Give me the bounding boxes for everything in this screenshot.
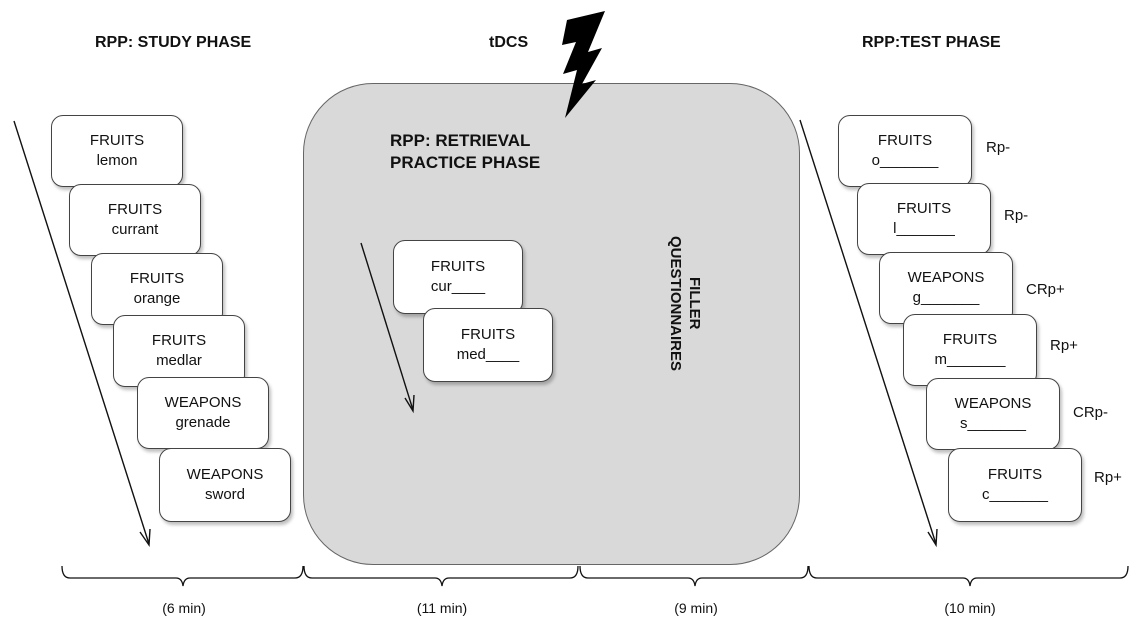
card-item: c_______ bbox=[982, 486, 1048, 503]
card-item: med____ bbox=[456, 346, 520, 363]
test-order-arrow bbox=[799, 119, 937, 545]
card-item: medlar bbox=[156, 352, 202, 369]
timeline-braces bbox=[61, 565, 1129, 587]
study-phase-heading: RPP: STUDY PHASE bbox=[95, 34, 252, 51]
card-category: FRUITS bbox=[460, 326, 516, 343]
study-card: FRUITS currant bbox=[69, 184, 201, 256]
card-category: WEAPONS bbox=[186, 466, 264, 483]
card-item: orange bbox=[133, 290, 181, 307]
study-card: FRUITS orange bbox=[91, 253, 223, 325]
card-category: FRUITS bbox=[430, 258, 486, 275]
retrieval-card: FRUITS med____ bbox=[423, 308, 553, 382]
card-category: WEAPONS bbox=[164, 394, 242, 411]
duration-label: (11 min) bbox=[416, 600, 468, 616]
test-card: FRUITS c_______ bbox=[948, 448, 1082, 522]
study-order-arrow bbox=[13, 120, 150, 545]
retrieval-practice-heading: RPP: RETRIEVAL PRACTICE PHASE bbox=[390, 130, 540, 174]
card-item: currant bbox=[111, 221, 159, 238]
card-item: m_______ bbox=[934, 351, 1006, 368]
study-card: WEAPONS sword bbox=[159, 448, 291, 522]
card-item: sword bbox=[204, 486, 245, 503]
card-category: FRUITS bbox=[89, 132, 145, 149]
test-tag: Rp+ bbox=[1094, 469, 1122, 486]
test-card: FRUITS m_______ bbox=[903, 314, 1037, 386]
card-item: o_______ bbox=[871, 152, 939, 169]
card-category: FRUITS bbox=[896, 200, 952, 217]
card-item: grenade bbox=[175, 414, 231, 431]
duration-label: (6 min) bbox=[162, 600, 206, 616]
retrieval-heading-line2: PRACTICE PHASE bbox=[390, 153, 541, 172]
card-category: FRUITS bbox=[151, 332, 207, 349]
filler-line2: QUESTIONNAIRES bbox=[667, 236, 684, 372]
retrieval-order-arrow bbox=[360, 242, 414, 411]
card-item: s_______ bbox=[960, 415, 1026, 432]
filler-line1: FILLER bbox=[686, 277, 703, 330]
card-category: FRUITS bbox=[942, 331, 998, 348]
test-card: FRUITS o_______ bbox=[838, 115, 972, 187]
test-phase-heading: RPP:TEST PHASE bbox=[862, 34, 1001, 51]
duration-label: (10 min) bbox=[944, 600, 996, 616]
duration-label: (9 min) bbox=[674, 600, 718, 616]
test-tag: Rp+ bbox=[1050, 337, 1078, 354]
study-order-arrowhead bbox=[139, 528, 151, 548]
card-item: cur____ bbox=[430, 278, 486, 295]
test-card: WEAPONS g_______ bbox=[879, 252, 1013, 324]
tdcs-heading: tDCS bbox=[489, 34, 529, 51]
study-card: FRUITS lemon bbox=[51, 115, 183, 187]
test-order-arrowhead bbox=[927, 528, 938, 548]
card-item: l_______ bbox=[893, 220, 955, 237]
card-item: g_______ bbox=[912, 289, 980, 306]
card-category: FRUITS bbox=[129, 270, 185, 287]
card-category: FRUITS bbox=[107, 201, 163, 218]
card-category: WEAPONS bbox=[954, 395, 1032, 412]
lightning-bolt-icon bbox=[562, 11, 605, 118]
test-tag: Rp- bbox=[986, 139, 1011, 156]
retrieval-order-arrowhead bbox=[404, 394, 415, 414]
test-tag: CRp- bbox=[1073, 404, 1109, 421]
card-item: lemon bbox=[96, 152, 138, 169]
card-category: FRUITS bbox=[877, 132, 933, 149]
filler-questionnaires-label: FILLER QUESTIONNAIRES bbox=[666, 236, 704, 371]
study-card: FRUITS medlar bbox=[113, 315, 245, 387]
retrieval-card: FRUITS cur____ bbox=[393, 240, 523, 314]
card-category: FRUITS bbox=[987, 466, 1043, 483]
retrieval-heading-line1: RPP: RETRIEVAL bbox=[390, 131, 531, 150]
card-category: WEAPONS bbox=[907, 269, 985, 286]
test-tag: CRp+ bbox=[1026, 281, 1065, 298]
test-tag: Rp- bbox=[1004, 207, 1029, 224]
